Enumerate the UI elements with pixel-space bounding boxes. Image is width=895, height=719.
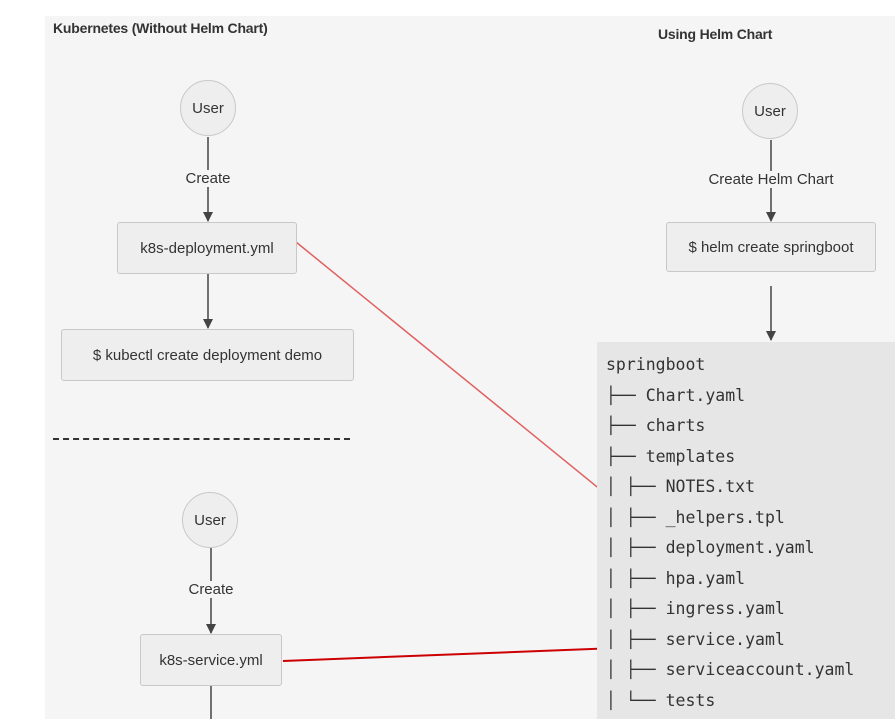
- k8s-service-node: k8s-service.yml: [140, 634, 282, 686]
- tree-root: springboot: [606, 355, 706, 374]
- section-divider: [53, 438, 350, 440]
- tree-item-ingress-yaml: │ ├── ingress.yaml: [606, 599, 785, 618]
- create-edge-label: Create: [186, 581, 236, 598]
- tree-item-notes-txt: │ ├── NOTES.txt: [606, 477, 756, 496]
- tree-item-service-yaml: │ ├── service.yaml: [606, 630, 785, 649]
- user-node: User: [182, 492, 238, 548]
- user-node: User: [180, 80, 236, 136]
- tree-item-deployment-yaml: │ ├── deployment.yaml: [606, 538, 815, 557]
- springboot-directory-tree: springboot ├── Chart.yaml ├── charts ├──…: [597, 342, 895, 719]
- k8s-deployment-node: k8s-deployment.yml: [117, 222, 297, 274]
- left-section-title: Kubernetes (Without Helm Chart): [53, 20, 268, 36]
- tree-item-tests: │ └── tests: [606, 691, 716, 710]
- tree-item-chart-yaml: ├── Chart.yaml: [606, 386, 746, 405]
- kubectl-create-deployment-node: $ kubectl create deployment demo: [61, 329, 354, 381]
- right-section-title: Using Helm Chart: [658, 26, 773, 42]
- tree-item-serviceaccount-yaml: │ ├── serviceaccount.yaml: [606, 660, 855, 679]
- tree-item-helpers-tpl: │ ├── _helpers.tpl: [606, 508, 785, 527]
- tree-item-templates: ├── templates: [606, 447, 736, 466]
- tree-item-charts: ├── charts: [606, 416, 706, 435]
- helm-create-node: $ helm create springboot: [666, 222, 876, 272]
- tree-item-hpa-yaml: │ ├── hpa.yaml: [606, 569, 746, 588]
- create-edge-label: Create: [183, 170, 233, 187]
- user-node: User: [742, 83, 798, 139]
- create-helm-chart-edge-label: Create Helm Chart: [706, 171, 836, 188]
